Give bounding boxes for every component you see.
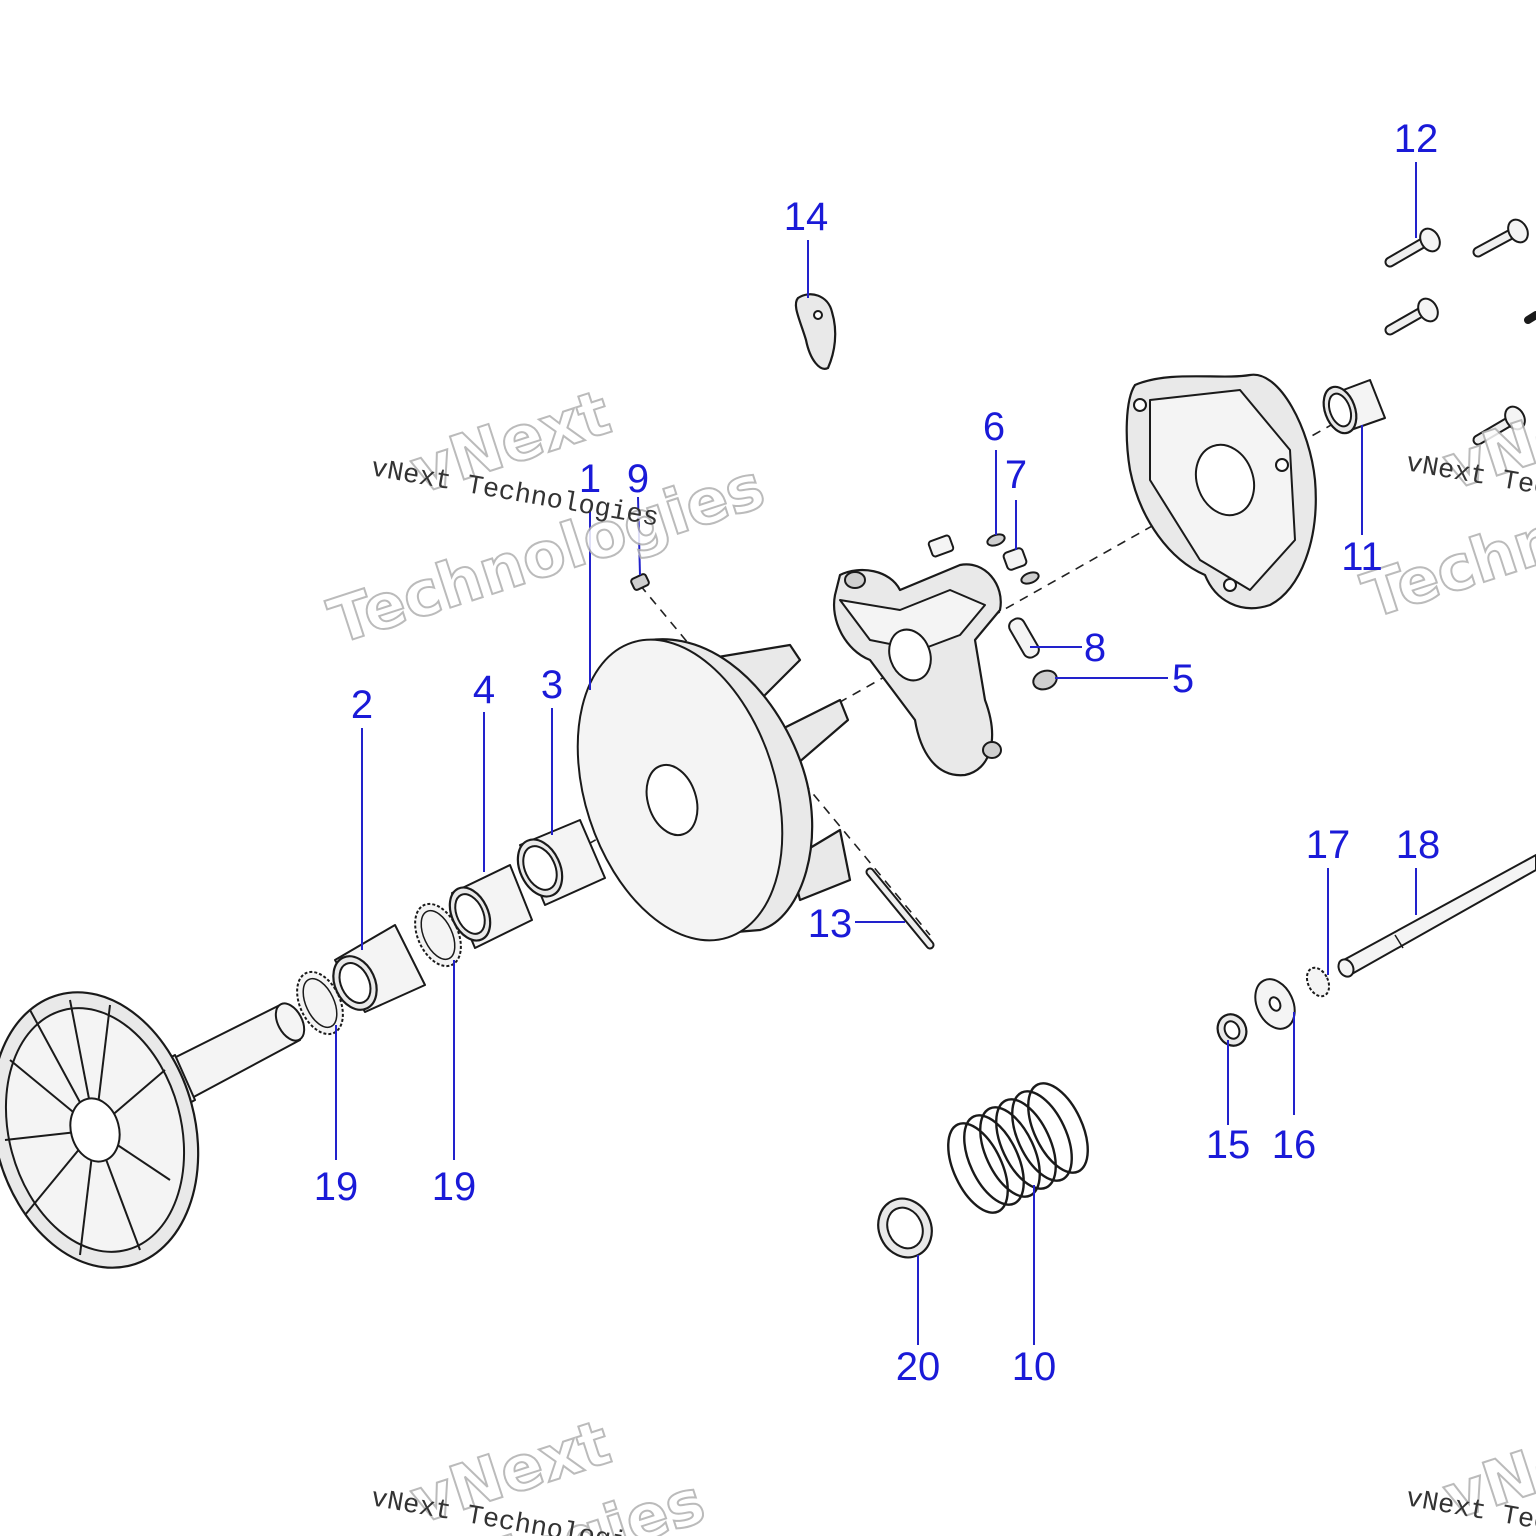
callout-5: 5 (1172, 657, 1194, 701)
watermark-lower-right: vNext vNext Technologies (1403, 1401, 1536, 1536)
callout-13: 13 (808, 902, 853, 946)
callout-6: 6 (983, 405, 1005, 449)
callout-2: 2 (351, 683, 373, 727)
callout-7: 7 (1005, 453, 1027, 497)
spring-10-part (947, 1082, 1089, 1214)
bolts-12-part (1384, 218, 1536, 446)
leader-lines (335, 162, 1417, 1345)
bushing-3-part (516, 819, 606, 906)
fixed-sheave-shaft-part (0, 991, 306, 1269)
nut-5-part (1032, 669, 1058, 691)
movable-sheave-1-part (576, 638, 852, 942)
callout-14: 14 (784, 195, 829, 239)
bushing-4-part (448, 864, 533, 949)
spider-arm-part (832, 563, 1002, 777)
pin-13-part (865, 867, 935, 950)
callout-10: 10 (1012, 1345, 1057, 1389)
callout-1: 1 (579, 457, 601, 501)
callout-18: 18 (1396, 823, 1441, 867)
watermark-lower-left: vNext logies vNext Technologies (368, 1405, 714, 1536)
cover-part (1125, 373, 1317, 610)
callout-12: 12 (1394, 117, 1439, 161)
set-screw-9-part (630, 573, 650, 591)
watermark-upper-left: vNext Technologies vNext Technologies (319, 375, 774, 660)
callout-9: 9 (627, 457, 649, 501)
callout-19a: 19 (314, 1165, 359, 1209)
pin-8-part (1008, 617, 1040, 659)
flyweight-14-part (794, 293, 837, 370)
callout-19b: 19 (432, 1165, 477, 1209)
roller-7-part (927, 534, 1040, 585)
callout-4: 4 (473, 668, 495, 712)
callout-11: 11 (1341, 535, 1383, 579)
lock-washer-17-part (1305, 966, 1331, 998)
washer-16-part (1254, 978, 1296, 1030)
bushing-20-part (877, 1197, 933, 1259)
spacer-15-part (1216, 1013, 1248, 1047)
bushing-2-part (332, 924, 426, 1013)
callout-20: 20 (896, 1345, 941, 1389)
bushing-11-part (1322, 379, 1386, 435)
callout-3: 3 (541, 663, 563, 707)
callout-15: 15 (1206, 1123, 1251, 1167)
callout-labels: 1 2 3 4 5 6 7 8 9 10 11 12 13 14 15 16 1… (314, 117, 1441, 1389)
callout-17: 17 (1306, 823, 1351, 867)
shaft-18-part (1337, 854, 1536, 978)
washer-6-part (986, 533, 1006, 547)
callout-16: 16 (1272, 1123, 1317, 1167)
retaining-ring-19b-part (414, 902, 462, 968)
callout-8: 8 (1084, 626, 1106, 670)
